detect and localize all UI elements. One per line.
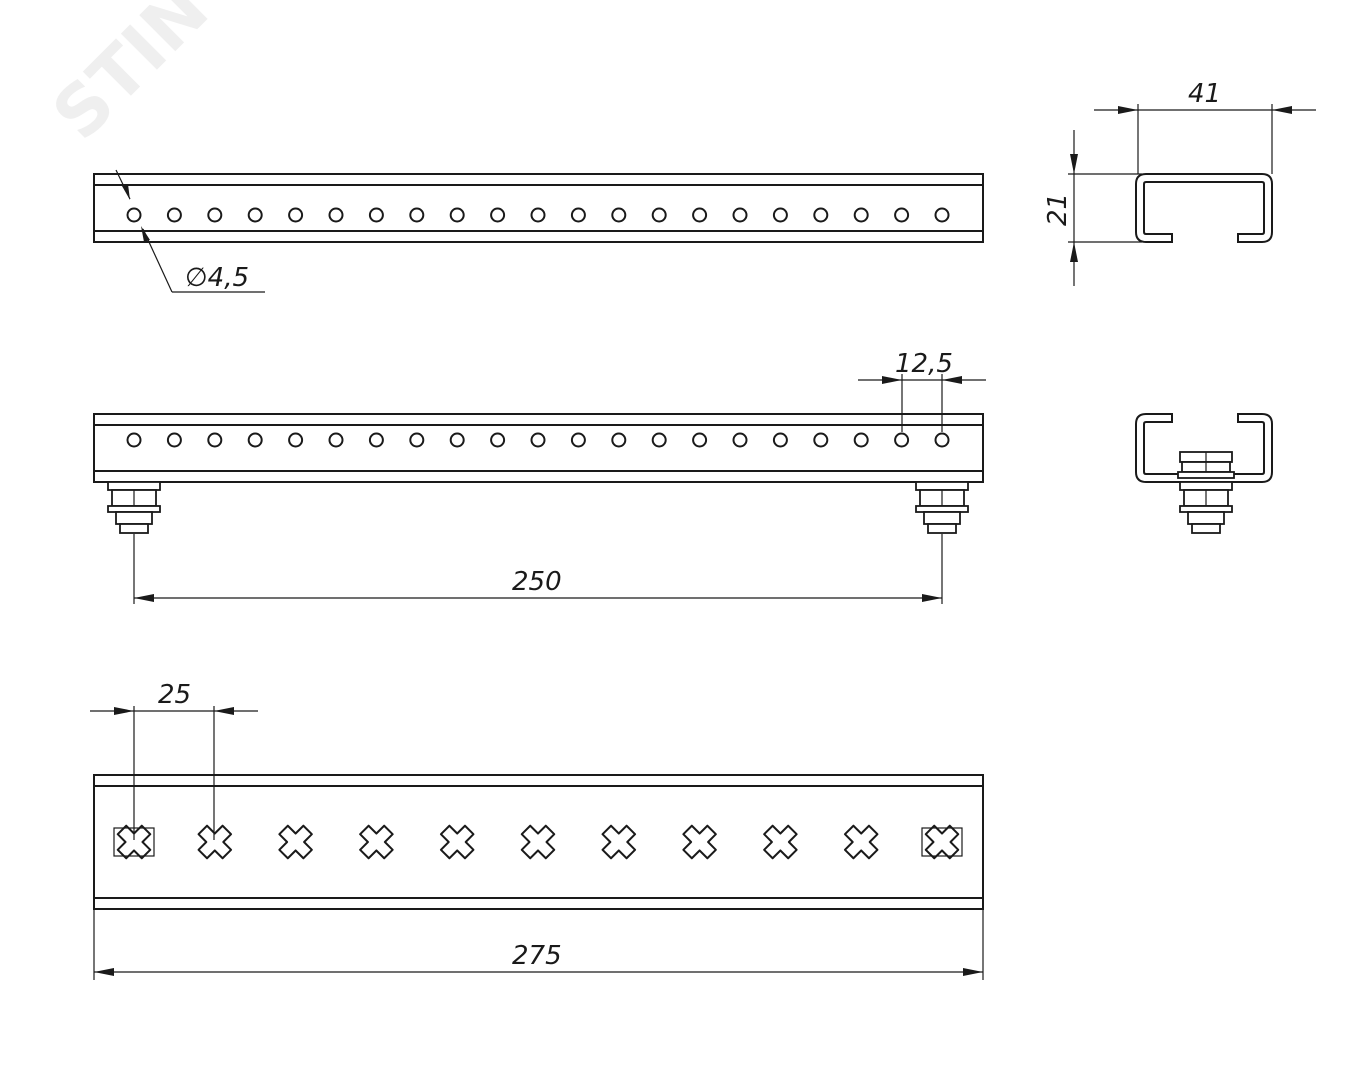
cross-slot	[520, 824, 556, 860]
round-hole	[449, 432, 465, 448]
cross-slot	[601, 824, 637, 860]
round-hole	[692, 432, 708, 448]
round-hole	[368, 207, 384, 223]
round-hole	[166, 432, 182, 448]
round-hole	[328, 432, 344, 448]
hole-diameter-label: ∅4,5	[185, 263, 249, 293]
round-hole	[651, 432, 667, 448]
watermark-logo: STIN	[37, 0, 224, 156]
cross-slot	[763, 824, 798, 860]
section-height-label: 21	[1043, 193, 1073, 226]
cross-slots	[113, 824, 963, 860]
middle-rail-holes	[126, 432, 950, 448]
round-hole	[813, 432, 829, 448]
cross-slot	[439, 824, 475, 860]
round-hole	[409, 207, 425, 223]
round-hole	[732, 207, 748, 223]
round-hole	[288, 207, 304, 223]
cross-slot	[682, 824, 717, 860]
slot-pitch-label: 25	[158, 680, 191, 710]
round-hole	[368, 432, 384, 448]
cross-slot	[278, 824, 313, 860]
overall-length-dimension: 275	[93, 909, 984, 980]
section-width-label: 41	[1188, 79, 1221, 109]
profile-cross-section	[1135, 173, 1273, 243]
round-hole	[490, 207, 506, 223]
round-hole	[651, 207, 667, 223]
bolt-assembly-left	[107, 481, 161, 534]
round-hole	[409, 432, 425, 448]
round-hole	[934, 432, 950, 448]
round-hole	[894, 432, 910, 448]
top-rail-holes	[126, 207, 950, 223]
bolt-assembly-right	[915, 481, 969, 534]
round-hole	[247, 432, 263, 448]
round-hole	[732, 432, 748, 448]
round-hole	[328, 207, 344, 223]
cross-slot	[116, 824, 152, 860]
round-hole	[207, 432, 223, 448]
round-hole	[530, 432, 546, 448]
cross-slot	[359, 824, 394, 860]
round-hole	[126, 432, 142, 448]
bolt-spacing-label: 250	[512, 567, 562, 597]
cross-slot	[843, 824, 879, 860]
section-width-dimension: 41	[1094, 79, 1316, 174]
profile-section-with-bolt	[1135, 413, 1273, 534]
middle-rail-view	[93, 413, 984, 483]
round-hole	[853, 207, 869, 223]
round-hole	[772, 432, 788, 448]
cross-slot	[924, 824, 960, 860]
round-hole	[530, 207, 546, 223]
hole-diameter-callout: ∅4,5	[115, 169, 265, 293]
round-hole	[611, 432, 627, 448]
round-hole	[894, 207, 910, 223]
overall-length-label: 275	[512, 941, 562, 971]
slot-insert	[921, 827, 963, 857]
round-hole	[126, 207, 142, 223]
round-hole	[570, 432, 586, 448]
round-hole	[853, 432, 869, 448]
round-hole	[692, 207, 708, 223]
top-rail-view	[93, 173, 984, 243]
round-hole	[813, 207, 829, 223]
round-hole	[207, 207, 223, 223]
round-hole	[490, 432, 506, 448]
cross-slot	[197, 824, 233, 860]
slot-pitch-dimension: 25	[90, 680, 258, 840]
round-hole	[934, 207, 950, 223]
hole-pitch-label: 12,5	[895, 349, 953, 379]
svg-text:STIN: STIN	[37, 0, 224, 156]
round-hole	[570, 207, 586, 223]
hole-pitch-dimension: 12,5	[858, 349, 986, 432]
section-height-dimension: 21	[1043, 130, 1142, 286]
bottom-rail-view	[93, 774, 984, 910]
bolt-spacing-dimension: 250	[133, 534, 943, 604]
round-hole	[611, 207, 627, 223]
round-hole	[449, 207, 465, 223]
round-hole	[166, 207, 182, 223]
round-hole	[247, 207, 263, 223]
round-hole	[772, 207, 788, 223]
round-hole	[288, 432, 304, 448]
